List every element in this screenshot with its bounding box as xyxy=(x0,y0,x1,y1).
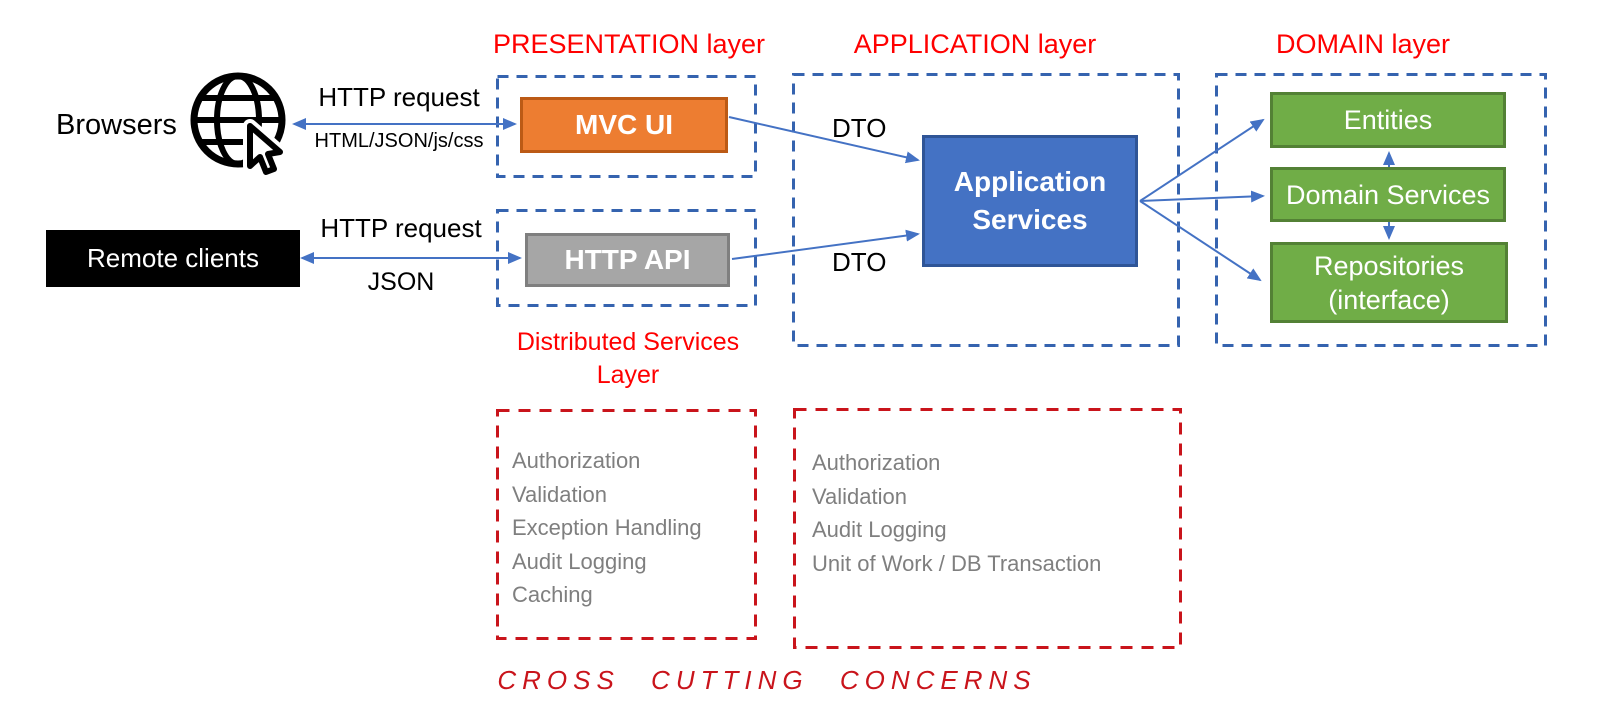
remote-clients-label: Remote clients xyxy=(87,243,259,273)
cross-cutting-box-right xyxy=(793,408,1182,649)
concern-item: Unit of Work / DB Transaction xyxy=(812,550,1102,576)
repositories-label: Repositories (interface) xyxy=(1313,250,1465,315)
concern-item: Audit Logging xyxy=(812,517,947,542)
arrow-mvcui-appservices xyxy=(728,116,920,164)
domain-services-label: Domain Services xyxy=(1285,179,1491,210)
dto-top-label: DTO xyxy=(832,113,887,143)
globe-cursor-icon xyxy=(190,72,287,179)
mvc-ui-label: MVC UI xyxy=(575,109,673,140)
cross-cutting-concerns-title: CROSS CUTTING CONCERNS xyxy=(497,665,1037,695)
concern-list-right: Authorization Validation Audit Logging U… xyxy=(812,446,1101,580)
distributed-services-layer-label: Distributed Services Layer xyxy=(516,328,740,389)
application-services-box: Application Services xyxy=(922,135,1138,267)
arrow-appservices-entities xyxy=(1139,118,1265,202)
concern-item: Authorization xyxy=(812,450,941,475)
mvc-ui-box: MVC UI xyxy=(520,97,728,153)
http-request-top-label: HTTP request xyxy=(318,82,480,112)
http-request-bottom-label: HTTP request xyxy=(320,213,482,243)
concern-item: Audit Logging xyxy=(512,548,647,574)
concern-item: Exception Handling xyxy=(512,515,702,540)
concern-item: Validation xyxy=(812,483,907,509)
presentation-dashed-box-bottom xyxy=(496,209,757,307)
domain-dashed-box xyxy=(1215,73,1547,347)
application-dashed-box xyxy=(792,73,1180,347)
domain-layer-label: DOMAIN layer xyxy=(1275,29,1451,59)
concern-item: Validation xyxy=(512,481,607,507)
http-api-label: HTTP API xyxy=(564,244,691,275)
concern-item: Caching xyxy=(512,582,593,607)
concern-list-left: Authorization Validation Exception Handl… xyxy=(512,444,702,612)
arrow-appservices-repositories xyxy=(1139,200,1262,282)
dto-bottom-label: DTO xyxy=(832,247,887,277)
http-response-bottom-label: JSON xyxy=(367,268,435,296)
http-response-top-label: HTML/JSON/js/css xyxy=(314,130,484,152)
arrow-httpapi-appservices xyxy=(731,229,920,260)
application-layer-label: APPLICATION layer xyxy=(853,29,1097,59)
entities-label: Entities xyxy=(1343,105,1433,135)
browsers-label: Browsers xyxy=(56,109,177,141)
presentation-layer-label: PRESENTATION layer xyxy=(492,29,766,59)
repositories-box: Repositories (interface) xyxy=(1270,242,1508,323)
application-services-label: Application Services xyxy=(953,166,1107,235)
http-api-box: HTTP API xyxy=(525,233,730,287)
concern-item: Authorization xyxy=(512,448,641,473)
remote-clients-box: Remote clients xyxy=(46,230,300,287)
entities-box: Entities xyxy=(1270,92,1506,148)
cross-cutting-box-left xyxy=(496,409,757,640)
arrow-appservices-domainservices xyxy=(1139,190,1265,203)
domain-services-box: Domain Services xyxy=(1270,167,1506,222)
